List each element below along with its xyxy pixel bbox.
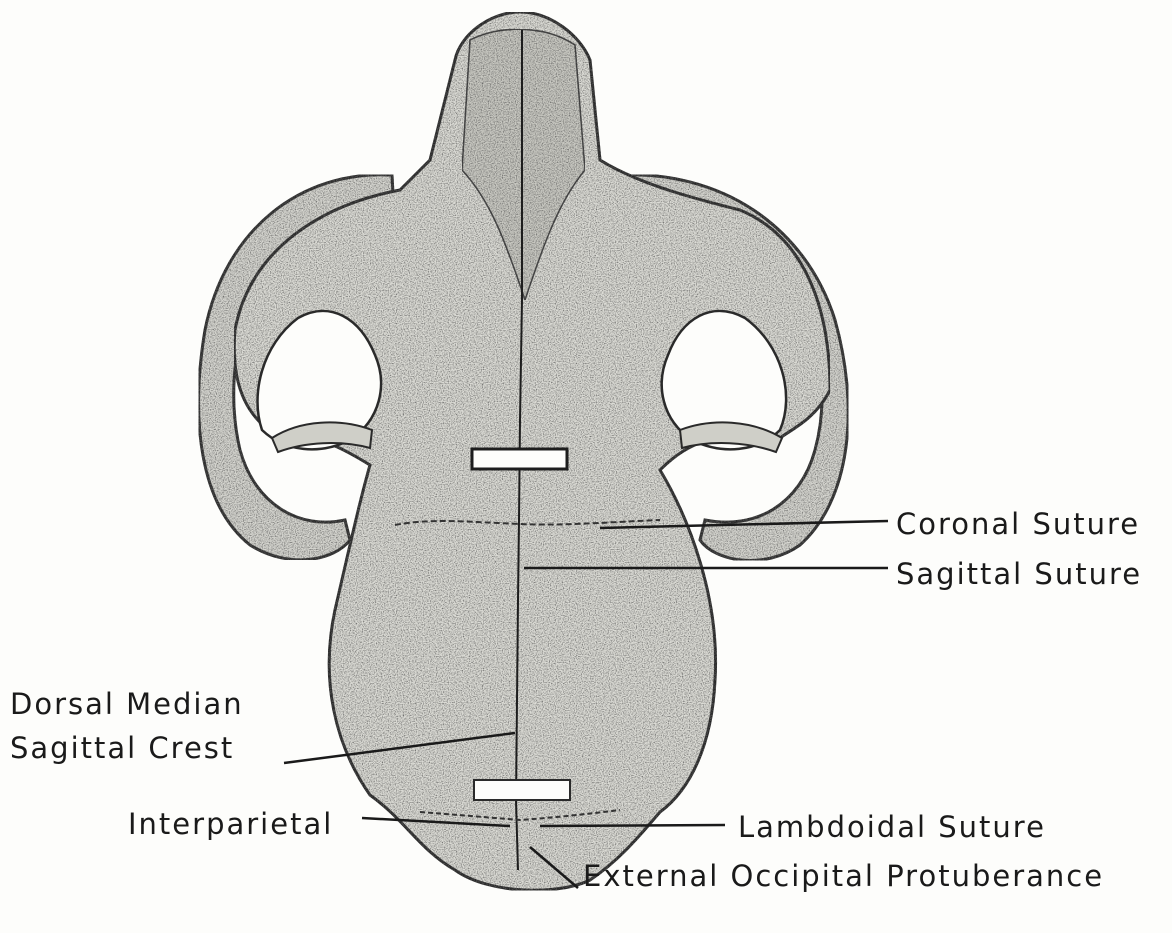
label-dorsal-median: Dorsal Median <box>10 690 244 719</box>
scale-marker-lower <box>474 780 570 800</box>
label-lambdoidal-suture: Lambdoidal Suture <box>738 813 1046 842</box>
lambdoidal-leader-line <box>540 825 725 826</box>
label-interparietal: Interparietal <box>128 810 333 839</box>
label-external-occipital-protuberance: External Occipital Protuberance <box>583 862 1104 891</box>
label-coronal-suture: Coronal Suture <box>896 510 1140 539</box>
label-sagittal-suture: Sagittal Suture <box>896 560 1142 589</box>
scale-marker-upper <box>472 449 567 469</box>
label-sagittal-crest: Sagittal Crest <box>10 734 234 763</box>
